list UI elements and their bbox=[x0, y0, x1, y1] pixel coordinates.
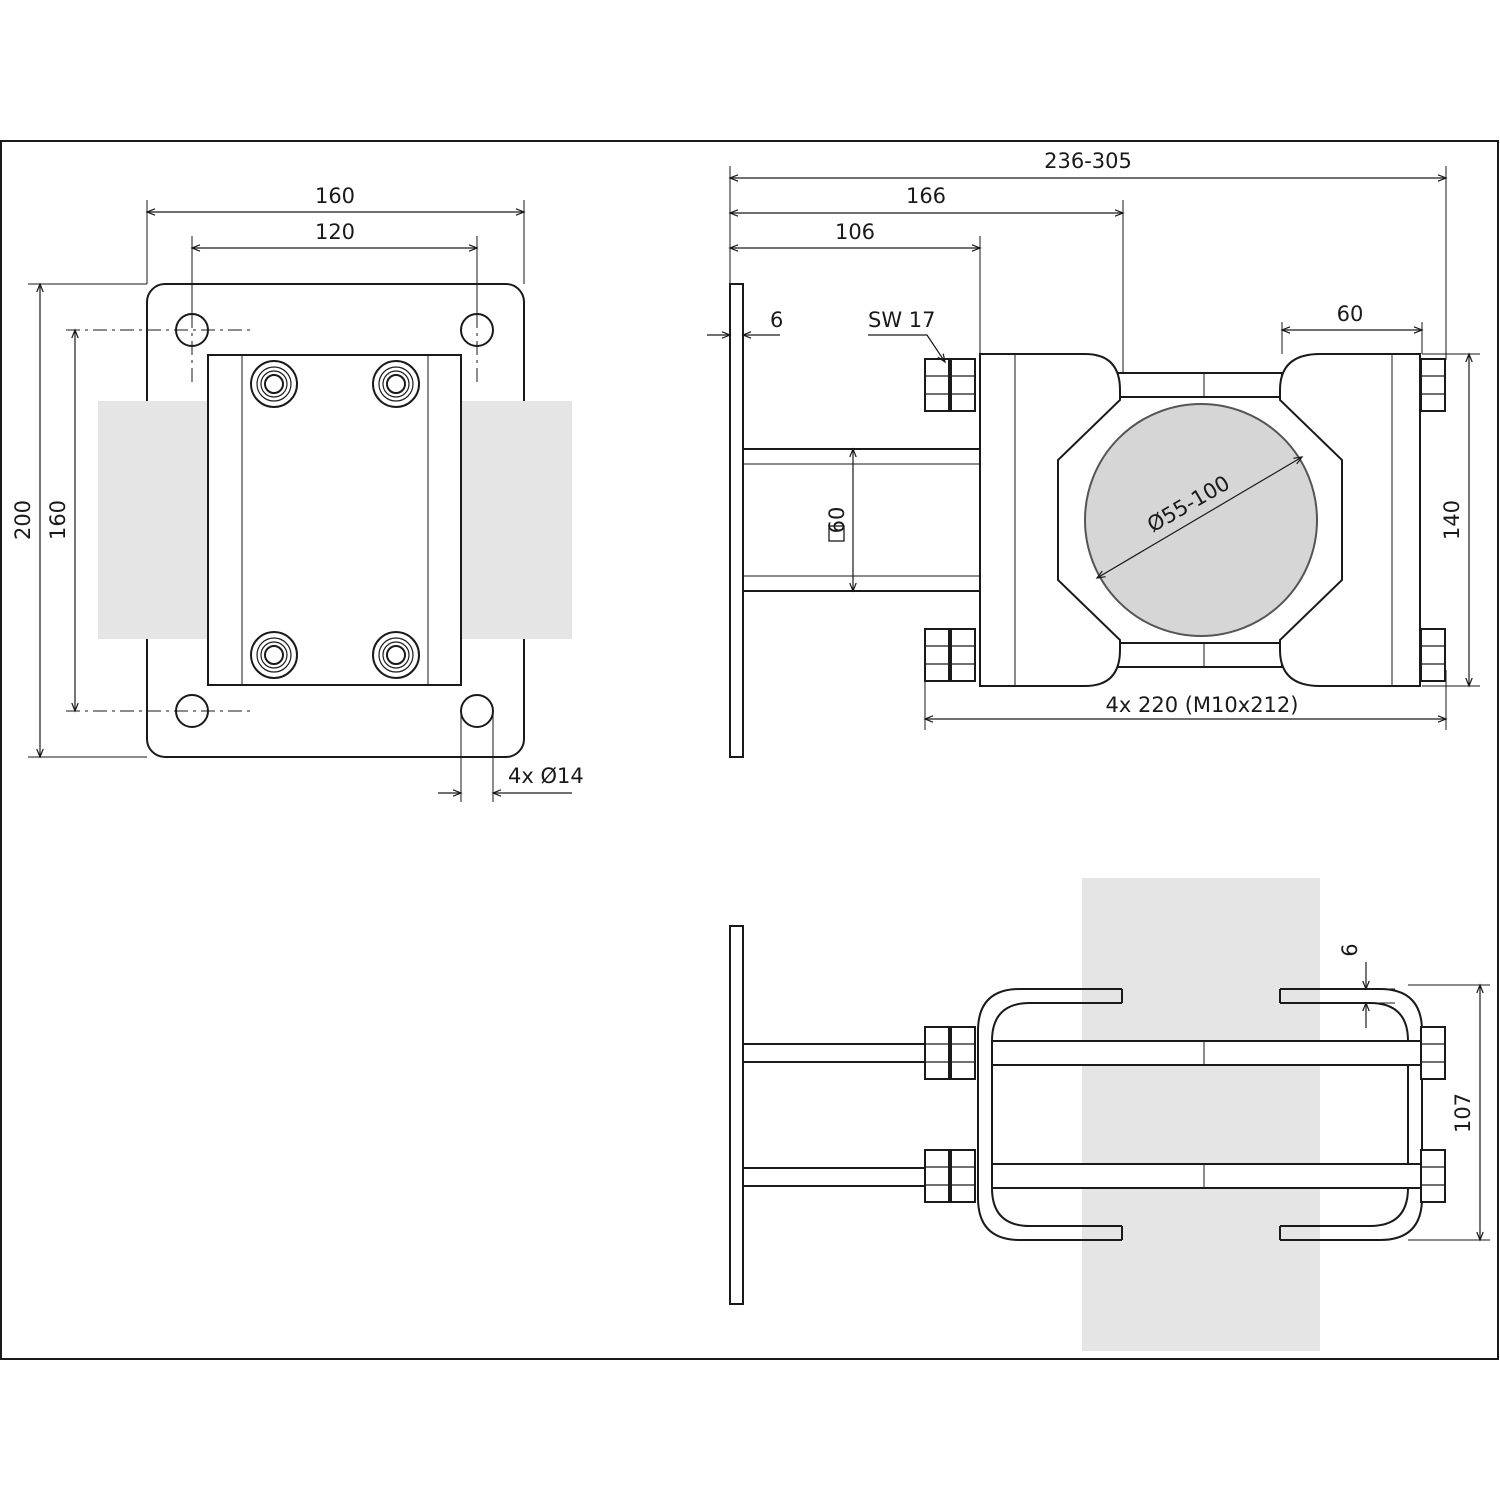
dim-hole-spacing-x: 120 bbox=[315, 220, 355, 244]
nut bbox=[924, 1026, 950, 1080]
top-dimensions: 6 107 bbox=[1338, 943, 1490, 1242]
nut bbox=[950, 628, 976, 682]
drawing-frame bbox=[0, 140, 1499, 1360]
threaded-rods-top bbox=[991, 1040, 1423, 1189]
dim-bracket-height: 107 bbox=[1451, 1093, 1475, 1133]
square-symbol bbox=[828, 525, 845, 542]
clamp-plate bbox=[207, 354, 462, 686]
dim-overall-height: 200 bbox=[11, 500, 35, 540]
pipe bbox=[1084, 403, 1318, 637]
dim-holes: 4x Ø14 bbox=[508, 764, 584, 788]
dim-tube-section: 60 bbox=[825, 507, 849, 534]
nut bbox=[950, 1026, 976, 1080]
dim-plate-thickness: 6 bbox=[770, 308, 783, 332]
front-dimensions: 160 120 200 160 4x Ø14 bbox=[11, 184, 584, 802]
side-dimensions: 236-305 166 106 6 SW 17 60 60 140 4x 220… bbox=[707, 149, 1480, 730]
centerlines bbox=[66, 314, 478, 712]
nut bbox=[1420, 358, 1446, 412]
nut bbox=[950, 1149, 976, 1203]
arm-rods bbox=[743, 1043, 925, 1187]
dim-axis-length: 166 bbox=[906, 184, 946, 208]
dim-clamp-width: 60 bbox=[1337, 302, 1364, 326]
washer-nut bbox=[372, 631, 420, 679]
washer-nut bbox=[250, 631, 298, 679]
label-wrench-size: SW 17 bbox=[868, 308, 936, 332]
dim-bolts: 4x 220 (M10x212) bbox=[1106, 693, 1299, 717]
dim-total-length: 236-305 bbox=[1044, 149, 1132, 173]
washer-nut bbox=[372, 360, 420, 408]
threaded-rods bbox=[1117, 372, 1283, 668]
nut bbox=[1420, 628, 1446, 682]
side-view: Ø55-100 bbox=[729, 283, 1446, 758]
front-view bbox=[66, 283, 572, 758]
nut bbox=[950, 358, 976, 412]
washer-nut bbox=[250, 360, 298, 408]
nut bbox=[1420, 1149, 1446, 1203]
nut bbox=[924, 1149, 950, 1203]
pipe-clamp-jaw bbox=[1279, 353, 1421, 687]
pipe-top bbox=[1082, 878, 1320, 1351]
dim-overall-width: 160 bbox=[315, 184, 355, 208]
bracket-frame bbox=[977, 988, 1423, 1241]
wall-plate-top bbox=[729, 925, 744, 1305]
dim-clamp-height: 140 bbox=[1440, 500, 1464, 540]
nut bbox=[924, 628, 950, 682]
nut bbox=[924, 358, 950, 412]
nut bbox=[1420, 1026, 1446, 1080]
wall-plate bbox=[729, 283, 744, 758]
dim-bar-thickness: 6 bbox=[1338, 943, 1362, 956]
dim-arm-length: 106 bbox=[835, 220, 875, 244]
dim-hole-spacing-y: 160 bbox=[46, 500, 70, 540]
square-tube bbox=[743, 448, 980, 592]
top-view bbox=[729, 878, 1446, 1351]
